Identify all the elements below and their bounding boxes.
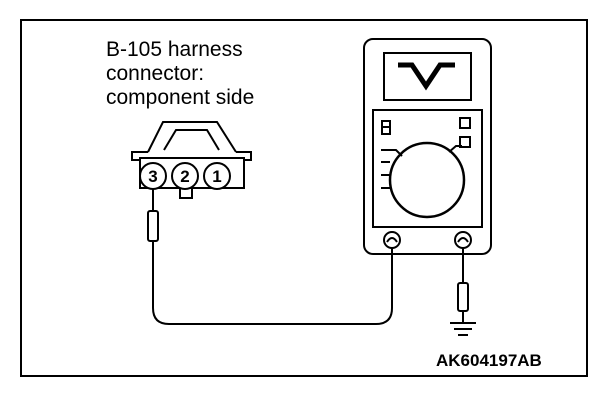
pin-2-circle [171, 162, 199, 190]
ground-symbol-icon [450, 322, 476, 336]
connector-label-line2: connector: [106, 62, 205, 85]
ground-probe-plug [457, 282, 469, 312]
multimeter-case [363, 38, 492, 255]
mode-indicator-right-top [459, 117, 471, 129]
pin-2-label: 2 [180, 167, 189, 186]
connector-key [179, 188, 193, 199]
multimeter-inner-panel [372, 109, 483, 228]
dial-tick-marks [381, 145, 462, 189]
rotary-dial-knob [388, 141, 466, 219]
input-jack-right [454, 231, 472, 249]
connector-housing [147, 121, 237, 153]
test-lead-wire [152, 240, 393, 325]
connector-latch [163, 129, 220, 151]
connector-left-tab [131, 151, 148, 161]
diagram-frame [20, 19, 588, 377]
voltage-v-icon [398, 62, 455, 91]
mode-indicator-right-bottom [459, 136, 471, 148]
input-jack-left [383, 231, 401, 249]
multimeter-display [383, 52, 472, 101]
harness-connector [131, 121, 252, 199]
probe-lead [147, 189, 393, 325]
reference-code: AK604197AB [436, 351, 542, 370]
pin-1-label: 1 [212, 167, 221, 186]
ground-lead [457, 248, 469, 322]
pin-1-circle [203, 162, 231, 190]
pin-3-label: 3 [148, 167, 157, 186]
connector-label-line3: component side [106, 86, 255, 109]
multimeter [363, 38, 492, 255]
probe-tip [147, 210, 159, 242]
connector-label-line1: B-105 harness [106, 38, 243, 61]
